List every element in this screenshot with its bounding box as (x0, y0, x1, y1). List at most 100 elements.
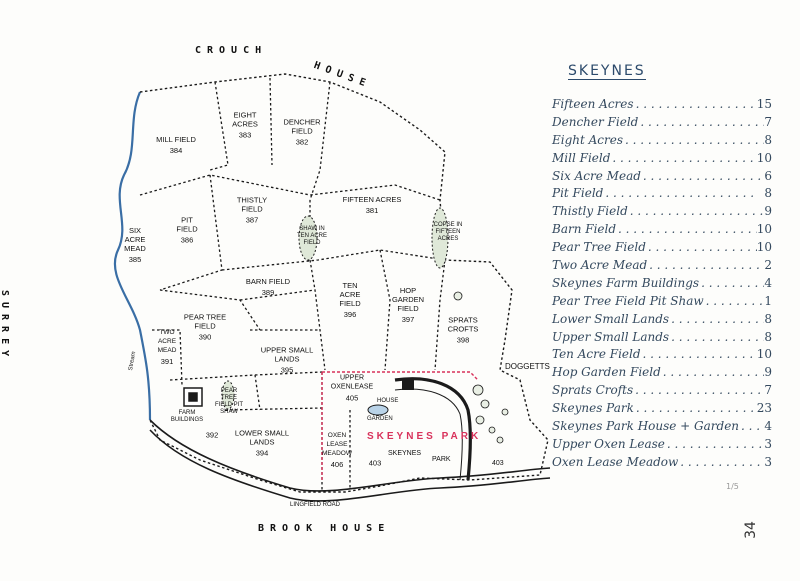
legend-item-name: Sprats Crofts (552, 383, 634, 398)
park-trees (453, 291, 509, 444)
label-skeynes-lower: SKEYNES (388, 450, 422, 457)
legend-item-name: Six Acre Mead (552, 168, 641, 183)
border-label-brook-house: BROOK HOUSE (258, 523, 391, 534)
legend-item-value: 9 (764, 365, 772, 380)
legend-item-leader: . . . . . . . . . . . . . . . . . . . . (605, 186, 755, 201)
legend: SKEYNES Fifteen Acres. . . . . . . . . .… (552, 60, 772, 472)
legend-item-name: Thistly Field (552, 204, 628, 219)
label-park-lower: PARK (432, 456, 451, 463)
legend-item: Pit Field. . . . . . . . . . . . . . . .… (552, 185, 772, 203)
legend-item: Mill Field. . . . . . . . . . . . . . . … (552, 150, 772, 168)
lingfield-road (149, 419, 551, 492)
legend-item: Oxen Lease Meadow. . . . . . . . . . . .… (552, 454, 772, 472)
legend-item-value: 10 (756, 240, 772, 255)
legend-item-leader: . . . . . . . . . . . . . . . . . . . . (705, 293, 765, 308)
legend-item: Pear Tree Field Pit Shaw. . . . . . . . … (552, 293, 772, 311)
legend-item-name: Upper Small Lands (552, 329, 670, 344)
copse-in-fifteen-acres (431, 207, 449, 269)
legend-item: Thistly Field. . . . . . . . . . . . . .… (552, 203, 772, 221)
field-403: 403 (368, 458, 382, 468)
legend-item-name: Oxen Lease Meadow (552, 454, 679, 469)
legend-item: Upper Small Lands. . . . . . . . . . . .… (552, 329, 772, 347)
legend-item-leader: . . . . . . . . . . . . . . . . . . . . (647, 240, 757, 255)
legend-item-leader: . . . . . . . . . . . . . . . . . . . . (671, 329, 764, 344)
label-house: HOUSE (377, 398, 399, 404)
legend-item: Two Acre Mead. . . . . . . . . . . . . .… (552, 257, 772, 275)
legend-item-value: 8 (764, 329, 772, 344)
legend-item-value: 23 (756, 401, 772, 416)
legend-item-leader: . . . . . . . . . . . . . . . . . . . . (701, 275, 764, 290)
legend-item-leader: . . . . . . . . . . . . . . . . . . . . (741, 419, 764, 434)
legend-item: Pear Tree Field. . . . . . . . . . . . .… (552, 239, 772, 257)
page-number: 34 (742, 521, 759, 539)
legend-item-name: Skeynes Park (552, 401, 634, 416)
shaw-in-ten-acre-field (298, 215, 318, 261)
legend-item: Barn Field. . . . . . . . . . . . . . . … (552, 221, 772, 239)
skeynes-park-boundary (321, 371, 479, 480)
legend-item-leader: . . . . . . . . . . . . . . . . . . . . (618, 222, 757, 237)
legend-item-name: Skeynes Farm Buildings (552, 275, 700, 290)
label-403-east: 403 (492, 460, 504, 467)
legend-item-leader: . . . . . . . . . . . . . . . . . . . . (625, 132, 765, 147)
legend-item-leader: . . . . . . . . . . . . . . . . . . . . (635, 97, 757, 111)
legend-item-value: 6 (764, 168, 772, 183)
label-copse: COPSE IN FIFTEEN ACRES (433, 222, 463, 242)
legend-item-value: 10 (756, 150, 772, 165)
legend-item: Fifteen Acres. . . . . . . . . . . . . .… (552, 96, 772, 114)
pit-shaw (221, 380, 235, 410)
legend-item-leader: . . . . . . . . . . . . . . . . . . . . (680, 454, 764, 469)
legend-item-leader: . . . . . . . . . . . . . . . . . . . . (649, 258, 764, 273)
legend-item-leader: . . . . . . . . . . . . . . . . . . . . (612, 150, 757, 165)
farm-buildings (183, 387, 203, 407)
label-farm-buildings: FARM BUILDINGS (170, 410, 204, 423)
label-pit-shaw: PEAR TREE FIELD PIT SHAW (215, 388, 244, 415)
legend-item-value: 8 (764, 132, 772, 147)
field-boundaries (139, 77, 446, 492)
skeynes-house (402, 380, 414, 390)
border-label-crouch: CROUCH (195, 45, 268, 56)
legend-title: SKEYNES (568, 63, 646, 80)
legend-item: Sprats Crofts. . . . . . . . . . . . . .… (552, 382, 772, 400)
legend-item-value: 3 (764, 436, 772, 451)
legend-item-name: Skeynes Park House + Garden (552, 419, 740, 434)
legend-item-name: Fifteen Acres (552, 97, 634, 111)
legend-item: Lower Small Lands. . . . . . . . . . . .… (552, 311, 772, 329)
legend-item-value: 4 (764, 275, 772, 290)
legend-item-value: 1 (764, 293, 772, 308)
legend-item-name: Upper Oxen Lease (552, 436, 665, 451)
legend-item-name: Two Acre Mead (552, 258, 648, 273)
legend-item-leader: . . . . . . . . . . . . . . . . . . . . (635, 401, 757, 416)
legend-item-name: Barn Field (552, 222, 617, 237)
legend-item-leader: . . . . . . . . . . . . . . . . . . . . (671, 311, 764, 326)
legend-item-value: 10 (756, 347, 772, 362)
legend-item-leader: . . . . . . . . . . . . . . . . . . . . (629, 204, 765, 219)
legend-item-value: 9 (764, 204, 772, 219)
legend-item: Six Acre Mead. . . . . . . . . . . . . .… (552, 168, 772, 186)
label-lingfield-road: LINGFIELD ROAD (290, 502, 341, 508)
legend-item-name: Pear Tree Field Pit Shaw (552, 293, 704, 308)
legend-item: Eight Acres. . . . . . . . . . . . . . .… (552, 132, 772, 150)
river (113, 91, 152, 421)
legend-item-value: 4 (764, 419, 772, 434)
legend-item-leader: . . . . . . . . . . . . . . . . . . . . (662, 365, 765, 380)
legend-item-name: Lower Small Lands (552, 311, 670, 326)
legend-item-value: 15 (756, 97, 772, 111)
legend-item-value: 3 (764, 454, 772, 469)
legend-list: Fifteen Acres. . . . . . . . . . . . . .… (552, 96, 772, 472)
legend-item-value: 7 (764, 114, 772, 129)
legend-item-leader: . . . . . . . . . . . . . . . . . . . . (666, 436, 764, 451)
legend-item-value: 2 (764, 258, 772, 273)
